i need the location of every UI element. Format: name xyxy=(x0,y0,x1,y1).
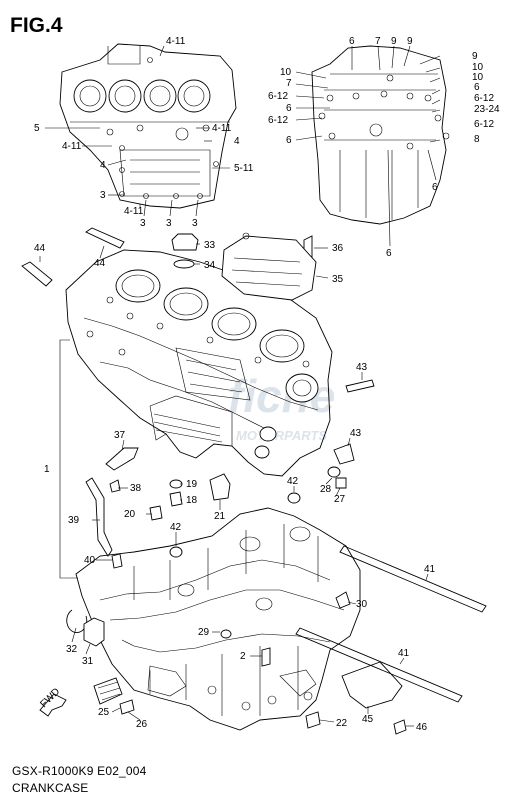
callout-7: 7 xyxy=(286,78,292,89)
callout-20: 20 xyxy=(124,509,136,520)
callout-31: 31 xyxy=(82,656,94,667)
callout-9: 9 xyxy=(391,36,397,47)
callout-29: 29 xyxy=(198,627,210,638)
callout-25: 25 xyxy=(98,707,110,718)
small-parts: FWD xyxy=(21,227,487,735)
callout-6-12: 6-12 xyxy=(474,93,494,104)
callout-41: 41 xyxy=(398,648,410,659)
callout-4-11: 4-11 xyxy=(212,123,232,134)
callout-6: 6 xyxy=(386,248,392,259)
callout-4-11: 4-11 xyxy=(124,206,144,217)
callout-34: 34 xyxy=(204,260,216,271)
callout-26: 26 xyxy=(136,719,148,730)
callout-4-11: 4-11 xyxy=(166,36,186,47)
callout-3: 3 xyxy=(166,218,172,229)
callout-8: 8 xyxy=(474,134,480,145)
callout-6-12: 6-12 xyxy=(268,115,288,126)
leader-lines xyxy=(39,45,441,727)
callout-2: 2 xyxy=(240,651,246,662)
callout-1: 1 xyxy=(44,464,50,475)
callout-36: 36 xyxy=(332,243,344,254)
watermark: fiche MOTORPARTS xyxy=(228,370,335,443)
callout-9: 9 xyxy=(472,51,478,62)
callout-6: 6 xyxy=(349,36,355,47)
callout-38: 38 xyxy=(130,483,142,494)
callout-6-12: 6-12 xyxy=(268,91,288,102)
figure-title: FIG.4 xyxy=(10,14,63,37)
callout-10: 10 xyxy=(280,67,292,78)
callout-42: 42 xyxy=(287,476,299,487)
inset-left-crankcase-view xyxy=(59,43,237,209)
callout-5: 5 xyxy=(34,123,40,134)
watermark-tagline: MOTORPARTS xyxy=(236,428,327,443)
callout-18: 18 xyxy=(186,495,198,506)
callout-6: 6 xyxy=(286,135,292,146)
callout-30: 30 xyxy=(356,599,368,610)
callout-19: 19 xyxy=(186,479,198,490)
callout-6: 6 xyxy=(286,103,292,114)
lower-crankcase xyxy=(75,507,361,731)
callout-4: 4 xyxy=(100,160,106,171)
model-code: GSX-R1000K9 E02_004 xyxy=(12,764,147,778)
upper-crankcase xyxy=(65,249,333,477)
callout-3: 3 xyxy=(140,218,146,229)
callout-7: 7 xyxy=(375,36,381,47)
section-name: CRANKCASE xyxy=(12,781,89,795)
callout-35: 35 xyxy=(332,274,344,285)
callout-45: 45 xyxy=(362,714,374,725)
callout-9: 9 xyxy=(407,36,413,47)
watermark-brand: fiche xyxy=(228,370,335,422)
callout-5-11: 5-11 xyxy=(234,163,254,174)
callout-43: 43 xyxy=(356,362,368,373)
callout-23-24: 23-24 xyxy=(474,104,500,115)
callout-44: 44 xyxy=(34,243,46,254)
inset-right-crankcase-view xyxy=(311,45,450,225)
callout-44: 44 xyxy=(94,258,106,269)
callout-40: 40 xyxy=(84,555,96,566)
callout-43: 43 xyxy=(350,428,362,439)
callout-41: 41 xyxy=(424,564,436,575)
callout-46: 46 xyxy=(416,722,428,733)
callout-3: 3 xyxy=(192,218,198,229)
callout-28: 28 xyxy=(320,484,332,495)
callout-labels: 4-11 5 4-11 4 3 4-11 3 3 3 4-11 4 5-11 6… xyxy=(34,36,500,733)
callout-10: 10 xyxy=(472,72,484,83)
callout-37: 37 xyxy=(114,430,126,441)
callout-21: 21 xyxy=(214,511,226,522)
callout-10: 10 xyxy=(472,62,484,73)
callout-6: 6 xyxy=(474,82,480,93)
callout-39: 39 xyxy=(68,515,80,526)
callout-4: 4 xyxy=(234,136,240,147)
callout-4-11: 4-11 xyxy=(62,141,82,152)
callout-22: 22 xyxy=(336,718,348,729)
callout-33: 33 xyxy=(204,240,216,251)
callout-27: 27 xyxy=(334,494,346,505)
callout-6-12: 6-12 xyxy=(474,119,494,130)
callout-42: 42 xyxy=(170,522,182,533)
callout-32: 32 xyxy=(66,644,78,655)
callout-6: 6 xyxy=(432,182,438,193)
callout-3: 3 xyxy=(100,190,106,201)
